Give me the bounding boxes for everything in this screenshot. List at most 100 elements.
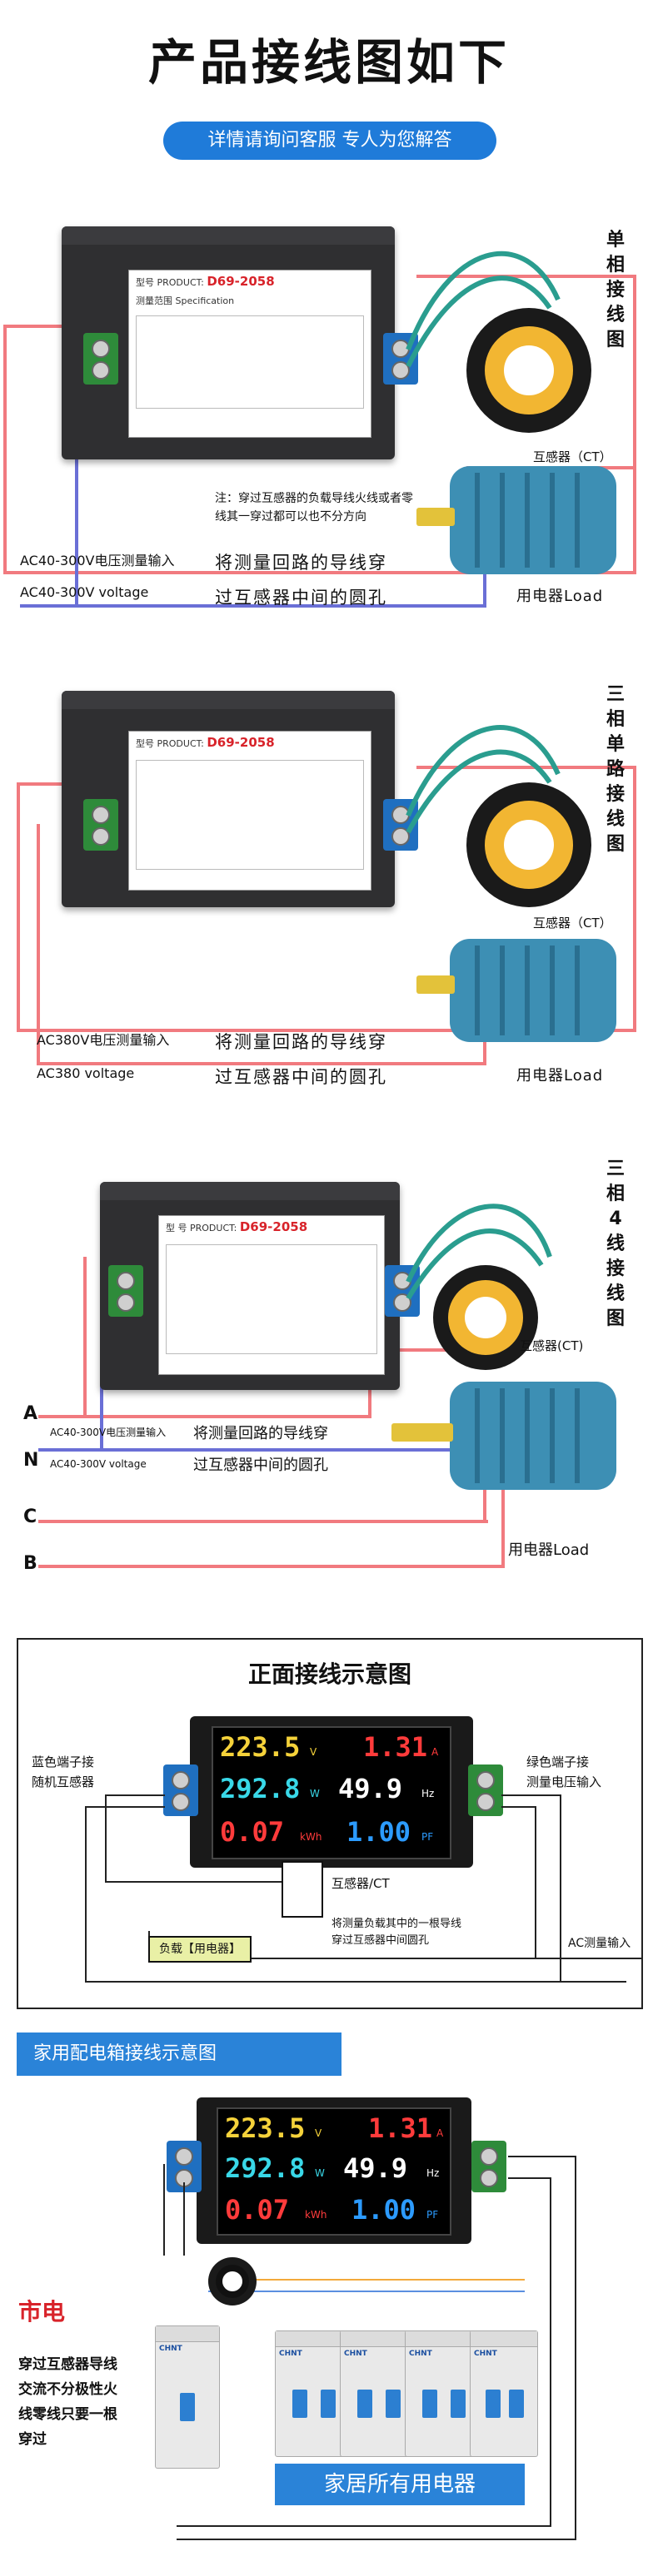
three-phase-four-wire-diagram: 型 号 PRODUCT: D69-2058 互感器(CT) 三相4线接线图 A … (0, 1157, 658, 1606)
meter-spec-label: 型 号 PRODUCT: D69-2058 (158, 1215, 385, 1375)
current-transformer (208, 2257, 257, 2305)
orange-wire (208, 2279, 525, 2281)
blue-wire (20, 604, 486, 608)
panel-meter: 型号 PRODUCT: D69-2058 测量范围 Specification (62, 226, 395, 459)
red-wire (38, 1565, 505, 1568)
frequency-unit: Hz (421, 1788, 435, 1799)
green-terminal (83, 799, 118, 851)
breaker-switch (509, 2390, 524, 2418)
home-note-3: 线零线只要一根 (18, 2406, 117, 2423)
digital-meter: 223.5 V 1.31 A 292.8 W 49.9 Hz 0.07 kWh … (190, 1716, 473, 1868)
green-terminal (83, 333, 118, 385)
appliances-label: 家居所有用电器 (275, 2464, 525, 2505)
black-wire (85, 1981, 626, 1983)
diagram-side-label: 单相接线图 (606, 230, 625, 350)
instruction-line-2: 过互感器中间的圆孔 (215, 1067, 387, 1087)
note-text: 注：穿过互感器的负载导线火线或者零线其一穿过都可以也不分方向 (215, 492, 413, 524)
voltage-input-label: AC380V电压测量输入 (37, 1032, 170, 1048)
main-breaker: CHNT (155, 2325, 220, 2469)
three-phase-single-diagram: 型号 PRODUCT: D69-2058 互感器（CT） 三相单路接线图 AC3… (0, 682, 658, 1115)
red-wire (633, 275, 636, 574)
blue-wire (38, 1448, 471, 1452)
ac-input-label: AC测量输入 (568, 1937, 631, 1950)
red-wire (3, 325, 95, 328)
black-wire (163, 2164, 165, 2256)
breaker-switch (180, 2393, 195, 2421)
motor-shaft (391, 1423, 453, 1442)
single-phase-diagram: 型号 PRODUCT: D69-2058 测量范围 Specification … (0, 208, 658, 641)
frequency-unit: Hz (426, 2167, 440, 2179)
instruction-line-1: 将测量回路的导线穿 (215, 1032, 387, 1052)
black-wire (105, 1794, 107, 1883)
power-value: 292.8 (220, 1773, 301, 1804)
voltage-input-label: AC40-300V电压测量输入 (50, 1427, 167, 1438)
electric-motor-icon (450, 466, 616, 574)
breaker-brand: CHNT (344, 2350, 367, 2358)
black-wire (535, 1806, 536, 1959)
diagram-side-label: 三相4线接线图 (606, 1159, 625, 1329)
black-wire (177, 2525, 551, 2527)
load-label: 用电器Load (508, 1541, 590, 1559)
product-model: D69-2058 (207, 274, 275, 289)
voltage-input-en-label: AC40-300V voltage (50, 1458, 147, 1470)
red-wire (633, 766, 636, 1032)
panel-meter: 型号 PRODUCT: D69-2058 (62, 691, 395, 907)
line-a-label: A (23, 1403, 38, 1424)
voltage-unit: V (310, 1746, 317, 1758)
voltage-value: 223.5 (220, 1731, 301, 1763)
meter-display: 223.5 V 1.31 A 292.8 W 49.9 Hz 0.07 kWh … (212, 1726, 451, 1859)
electric-motor-icon (450, 939, 616, 1042)
ct-label: 互感器/CT (331, 1876, 390, 1891)
ct-note-1: 将测量负载其中的一根导线 (331, 1918, 462, 1930)
red-wire (38, 1415, 371, 1418)
ct-lead-wire (406, 251, 561, 368)
ct-lead-wire (406, 725, 561, 834)
product-model: D69-2058 (207, 735, 275, 750)
load-box: 负载【用电器】 (148, 1936, 252, 1963)
line-n-label: N (23, 1450, 39, 1471)
instruction-line-2: 过互感器中间的圆孔 (215, 588, 387, 608)
energy-unit: kWh (305, 2209, 327, 2221)
breaker-brand: CHNT (409, 2350, 432, 2358)
red-wire (17, 1029, 633, 1032)
ct-lead-wire (406, 1204, 552, 1300)
blue-terminal (163, 1764, 198, 1816)
power-value: 292.8 (225, 2152, 306, 2184)
voltage-input-en-label: AC380 voltage (37, 1065, 135, 1081)
breaker-switch (386, 2390, 401, 2418)
breaker-switch (321, 2390, 336, 2418)
frequency-value: 49.9 (343, 2152, 408, 2184)
meter-spec-label: 型号 PRODUCT: D69-2058 (128, 731, 371, 891)
right-note-2: 测量电压输入 (526, 1774, 602, 1789)
black-wire (560, 1794, 561, 1981)
pf-unit: PF (421, 1831, 434, 1843)
meter-spec-label: 型号 PRODUCT: D69-2058 测量范围 Specification (128, 270, 371, 438)
instruction-line-2: 过互感器中间的圆孔 (193, 1457, 328, 1474)
red-wire (483, 1473, 486, 1523)
red-wire (17, 782, 100, 786)
current-value: 1.31 (368, 2112, 433, 2144)
motor-shaft (416, 975, 455, 994)
voltage-input-label: AC40-300V电压测量输入 (20, 553, 175, 568)
power-unit: W (315, 2167, 325, 2179)
current-value: 1.31 (363, 1731, 428, 1763)
panel-meter: 型 号 PRODUCT: D69-2058 (100, 1182, 400, 1390)
load-label: 用电器Load (516, 588, 604, 605)
instruction-line-1: 将测量回路的导线穿 (193, 1425, 328, 1442)
black-wire (105, 1794, 165, 1796)
current-unit: A (431, 1746, 439, 1758)
breaker-switch (422, 2390, 437, 2418)
frequency-value: 49.9 (338, 1773, 403, 1804)
left-note-2: 随机互感器 (32, 1774, 95, 1789)
energy-unit: kWh (300, 1831, 322, 1843)
pf-value: 1.00 (351, 2194, 416, 2226)
load-label: 用电器Load (516, 1067, 604, 1085)
branch-breaker: CHNT (470, 2330, 538, 2457)
blue-wire (75, 358, 78, 608)
electric-motor-icon (450, 1382, 616, 1490)
red-wire (3, 325, 7, 574)
pf-value: 1.00 (346, 1816, 411, 1848)
consult-banner: 详情请询问客服 专人为您解答 (163, 122, 496, 160)
current-transformer (433, 1265, 538, 1370)
green-terminal (471, 2141, 506, 2192)
